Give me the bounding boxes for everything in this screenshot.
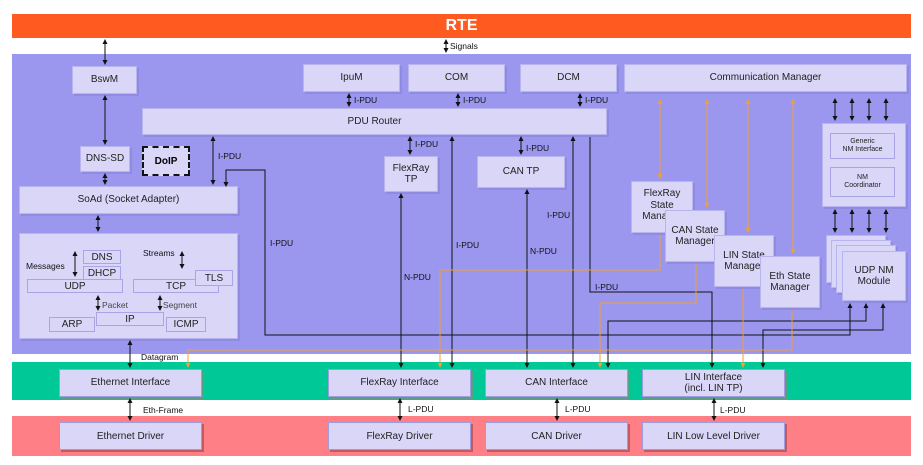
can-driver-box[interactable]: CAN Driver [485,422,628,450]
ipdum-box[interactable]: IpuM [303,64,400,92]
soad-ipdu-label: I-PDU [218,151,242,161]
pdu-router-box[interactable]: PDU Router [142,108,607,135]
udpnm-label-2: Module [857,276,891,287]
dcm-box[interactable]: DCM [520,64,617,92]
lin-interface-label-1: LIN Interface [684,371,743,383]
streams-label: Streams [143,248,175,258]
frsm-frif-line [437,235,661,368]
udp-nm-module-box[interactable]: UDP NM Module [842,251,906,301]
udpnm-ipdu-label: I-PDU [270,238,294,248]
udp-box[interactable]: UDP [27,279,123,293]
bswm-box[interactable]: BswM [72,66,137,94]
fr-lpdu-label: L-PDU [408,404,434,414]
flexray-driver-box[interactable]: FlexRay Driver [328,422,471,450]
nmc-label-1: NM [857,174,868,182]
messages-label: Messages [26,261,65,271]
udpnm-label-1: UDP NM [854,264,894,276]
arp-box[interactable]: ARP [49,317,95,332]
segment-label: Segment [163,300,198,310]
ethernet-driver-box[interactable]: Ethernet Driver [59,422,202,450]
dns-sd-box[interactable]: DNS-SD [80,146,130,172]
can-interface-box[interactable]: CAN Interface [485,369,628,397]
lin-interface-label-2: (incl. LIN TP) [684,383,743,394]
ipdum-ipdu-label: I-PDU [354,95,378,105]
lin-driver-box[interactable]: LIN Low Level Driver [642,422,785,450]
ethernet-interface-box[interactable]: Ethernet Interface [59,369,202,397]
nmc-label-2: Coordinator [844,182,881,189]
gnm-label-2: NM Interface [842,146,883,153]
cantp-ipdu-label: I-PDU [526,143,550,153]
com-box[interactable]: COM [408,64,505,92]
ip-box[interactable]: IP [96,312,164,326]
can-lpdu-label: L-PDU [565,404,591,414]
eth-frame-label: Eth-Frame [143,405,184,415]
frtp-npdu-label: N-PDU [404,272,431,282]
rte-band [12,14,911,38]
frif-ipdu-label: I-PDU [456,240,480,250]
udpnm-lin-line [760,303,886,368]
flexray-tp-label-2: TP [404,174,418,185]
cantp-npdu-label: N-PDU [530,246,557,256]
communication-manager-box[interactable]: Communication Manager [624,64,907,92]
datagram-label: Datagram [141,352,179,362]
cansm-canif-line [597,264,697,368]
rte-title: RTE [445,17,478,34]
generic-nm-interface-box[interactable]: Generic NM Interface [830,133,895,159]
doip-box[interactable]: DoIP [142,146,190,176]
canif-ipdu-label: I-PDU [547,210,571,220]
packet-label: Packet [102,300,128,310]
icmp-box[interactable]: ICMP [166,317,206,332]
com-ipdu-label: I-PDU [463,95,487,105]
signals-label: Signals [450,41,478,51]
ethsm-ethif-line [185,310,793,368]
dcm-ipdu-label: I-PDU [585,95,609,105]
soad-box[interactable]: SoAd (Socket Adapter) [19,186,238,214]
flexray-tp-label-1: FlexRay [392,162,430,174]
linif-ipdu-label: I-PDU [595,282,619,292]
flexray-interface-box[interactable]: FlexRay Interface [328,369,471,397]
frtp-ipdu-label: I-PDU [415,139,439,149]
gnm-label-1: Generic [850,138,875,146]
lin-interface-box[interactable]: LIN Interface (incl. LIN TP) [642,369,785,397]
lin-lpdu-label: L-PDU [720,405,746,415]
dns-box[interactable]: DNS [83,250,121,264]
